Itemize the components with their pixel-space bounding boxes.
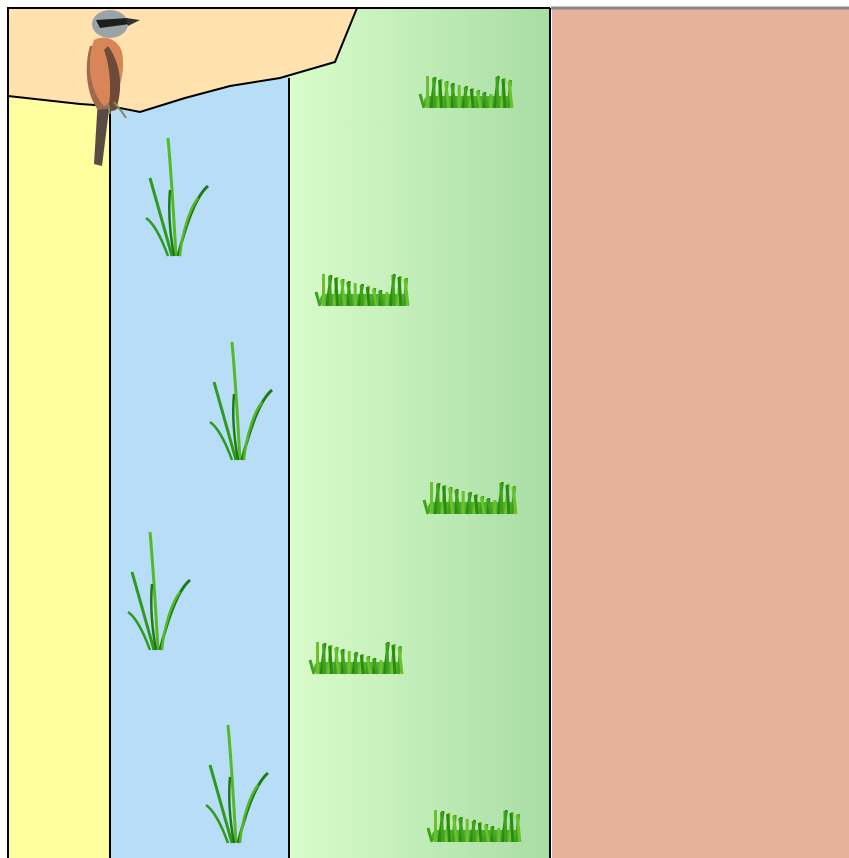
dry-sand-zone <box>8 8 110 858</box>
grassland-zone <box>289 8 550 858</box>
water-zone <box>110 8 289 858</box>
earth-zone <box>552 8 849 858</box>
